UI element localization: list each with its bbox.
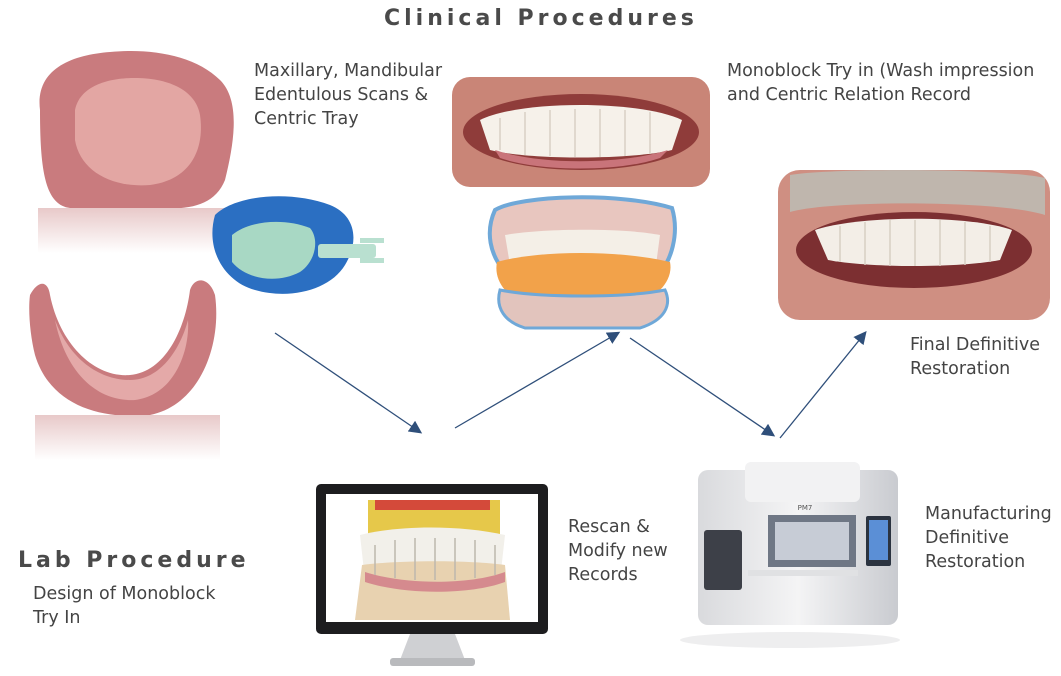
scans-label: Maxillary, Mandibular Edentulous Scans &…	[254, 59, 442, 131]
rescan-label: Rescan & Modify new Records	[568, 515, 668, 587]
arrow-tryin-to-manufacture	[630, 338, 773, 435]
arrow-scan-to-design	[275, 333, 420, 432]
monoblock-smile-photo	[452, 77, 710, 187]
cad-monitor-image	[316, 484, 548, 666]
arrow-design-to-tryin	[455, 333, 618, 428]
arrow-manufacture-to-final	[780, 333, 865, 438]
final-restoration-label: Final Definitive Restoration	[910, 333, 1040, 381]
monoblock-tryin-label: Monoblock Try in (Wash impression and Ce…	[727, 59, 1034, 107]
manufacturing-label: Manufacturing Definitive Restoration	[925, 502, 1052, 574]
milling-machine-image: PM7	[680, 462, 900, 648]
machine-brand-label: PM7	[798, 504, 813, 512]
monoblock-denture-image	[490, 197, 675, 328]
final-restoration-photo	[778, 170, 1050, 320]
maxillary-scan-image	[38, 51, 234, 253]
centric-tray-image	[212, 196, 384, 294]
design-monoblock-label: Design of Monoblock Try In	[33, 582, 215, 630]
mandibular-scan-image	[29, 280, 220, 460]
